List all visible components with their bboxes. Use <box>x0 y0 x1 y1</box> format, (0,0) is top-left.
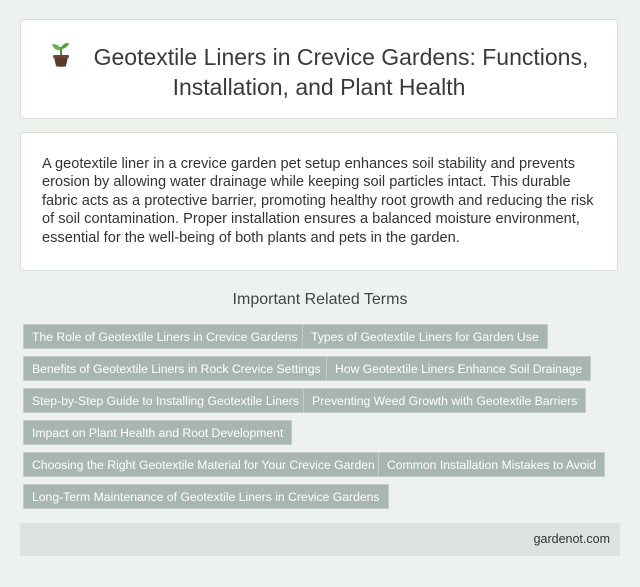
sprout-icon <box>51 43 69 67</box>
term-tag[interactable]: Common Installation Mistakes to Avoid <box>378 452 606 477</box>
term-tag[interactable]: How Geotextile Liners Enhance Soil Drain… <box>326 356 592 381</box>
term-tag[interactable]: Step-by-Step Guide to Installing Geotext… <box>23 388 308 413</box>
term-tag[interactable]: Choosing the Right Geotextile Material f… <box>23 452 384 477</box>
term-tag[interactable]: Types of Geotextile Liners for Garden Us… <box>302 324 548 349</box>
title-card: Geotextile Liners in Crevice Gardens: Fu… <box>20 19 618 119</box>
term-tag[interactable]: Preventing Weed Growth with Geotextile B… <box>303 388 587 413</box>
term-tag[interactable]: Long-Term Maintenance of Geotextile Line… <box>23 484 389 509</box>
term-tag[interactable]: Impact on Plant Health and Root Developm… <box>23 420 293 445</box>
related-terms-heading: Important Related Terms <box>232 291 408 308</box>
term-tag[interactable]: Benefits of Geotextile Liners in Rock Cr… <box>23 356 330 381</box>
title-line-2: Installation, and Plant Health <box>172 74 466 100</box>
title-line-1: Geotextile Liners in Crevice Gardens: Fu… <box>93 44 589 70</box>
footer: gardenot.com <box>20 523 620 556</box>
description-text: A geotextile liner in a crevice garden p… <box>42 156 594 246</box>
page-title: Geotextile Liners in Crevice Gardens: Fu… <box>21 42 617 102</box>
description-card: A geotextile liner in a crevice garden p… <box>20 132 618 271</box>
term-tag[interactable]: The Role of Geotextile Liners in Crevice… <box>23 324 307 349</box>
footer-site-link[interactable]: gardenot.com <box>533 532 610 546</box>
